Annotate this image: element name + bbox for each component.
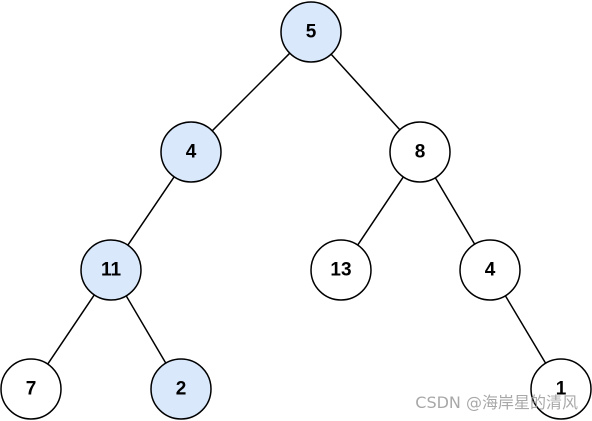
tree-node-lll: 7 xyxy=(0,358,62,420)
tree-node-llr: 2 xyxy=(150,358,212,420)
tree-node-l: 4 xyxy=(160,121,222,183)
tree-node-rrr: 1 xyxy=(530,358,592,420)
node-label: 2 xyxy=(176,379,187,400)
edge-ll-llr xyxy=(125,295,167,364)
node-label: 4 xyxy=(485,260,496,281)
node-label: 5 xyxy=(306,22,317,43)
edge-ll-lll xyxy=(47,294,95,365)
tree-node-ll: 11 xyxy=(80,239,142,301)
node-label: 4 xyxy=(186,142,197,163)
node-label: 1 xyxy=(556,379,567,400)
edge-root-r xyxy=(330,53,401,131)
tree-node-root: 5 xyxy=(280,1,342,63)
tree-node-r: 8 xyxy=(389,121,451,183)
edge-l-ll xyxy=(127,176,175,246)
tree-edges xyxy=(47,52,547,365)
node-label: 7 xyxy=(26,379,37,400)
watermark: CSDN @海岸星的清风 xyxy=(415,393,578,412)
edge-r-rl xyxy=(357,176,404,246)
tree-node-rl: 13 xyxy=(310,239,372,301)
edge-r-rr xyxy=(434,177,476,245)
node-circle xyxy=(280,1,342,63)
node-circle xyxy=(310,239,372,301)
node-circle xyxy=(160,121,222,183)
node-label: 8 xyxy=(415,142,426,163)
edge-rr-rrr xyxy=(504,295,547,364)
node-label: 13 xyxy=(330,260,351,281)
node-circle xyxy=(459,239,521,301)
node-label: 11 xyxy=(101,260,122,281)
node-circle xyxy=(389,121,451,183)
node-circle xyxy=(80,239,142,301)
tree-node-rr: 4 xyxy=(459,239,521,301)
node-circle xyxy=(530,358,592,420)
edge-root-l xyxy=(211,52,291,132)
node-circle xyxy=(0,358,62,420)
node-circle xyxy=(150,358,212,420)
